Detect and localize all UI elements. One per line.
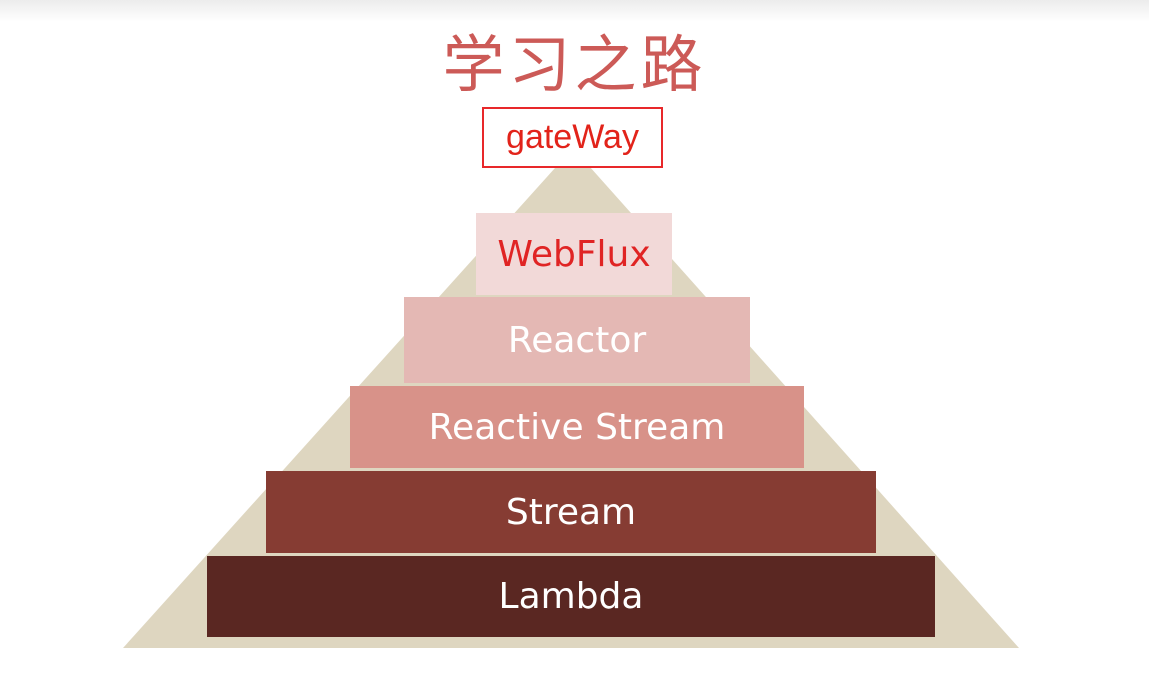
top-shadow (0, 0, 1149, 22)
tier-label: Lambda (498, 576, 644, 617)
gateway-highlight-box: gateWay (482, 107, 663, 168)
pyramid-tier-reactor: Reactor (404, 297, 750, 383)
diagram-title: 学习之路 (442, 28, 707, 101)
pyramid-tier-webflux: WebFlux (476, 213, 672, 295)
tier-label: Reactive Stream (428, 406, 726, 448)
tier-label: Reactor (507, 319, 647, 361)
tier-label: WebFlux (497, 233, 651, 275)
pyramid-tier-stream: Stream (266, 471, 876, 553)
pyramid-tier-reactive-stream: Reactive Stream (350, 386, 804, 468)
pyramid-tier-lambda: Lambda (207, 556, 935, 637)
tier-label: Stream (505, 491, 637, 533)
gateway-label: gateWay (506, 118, 639, 156)
